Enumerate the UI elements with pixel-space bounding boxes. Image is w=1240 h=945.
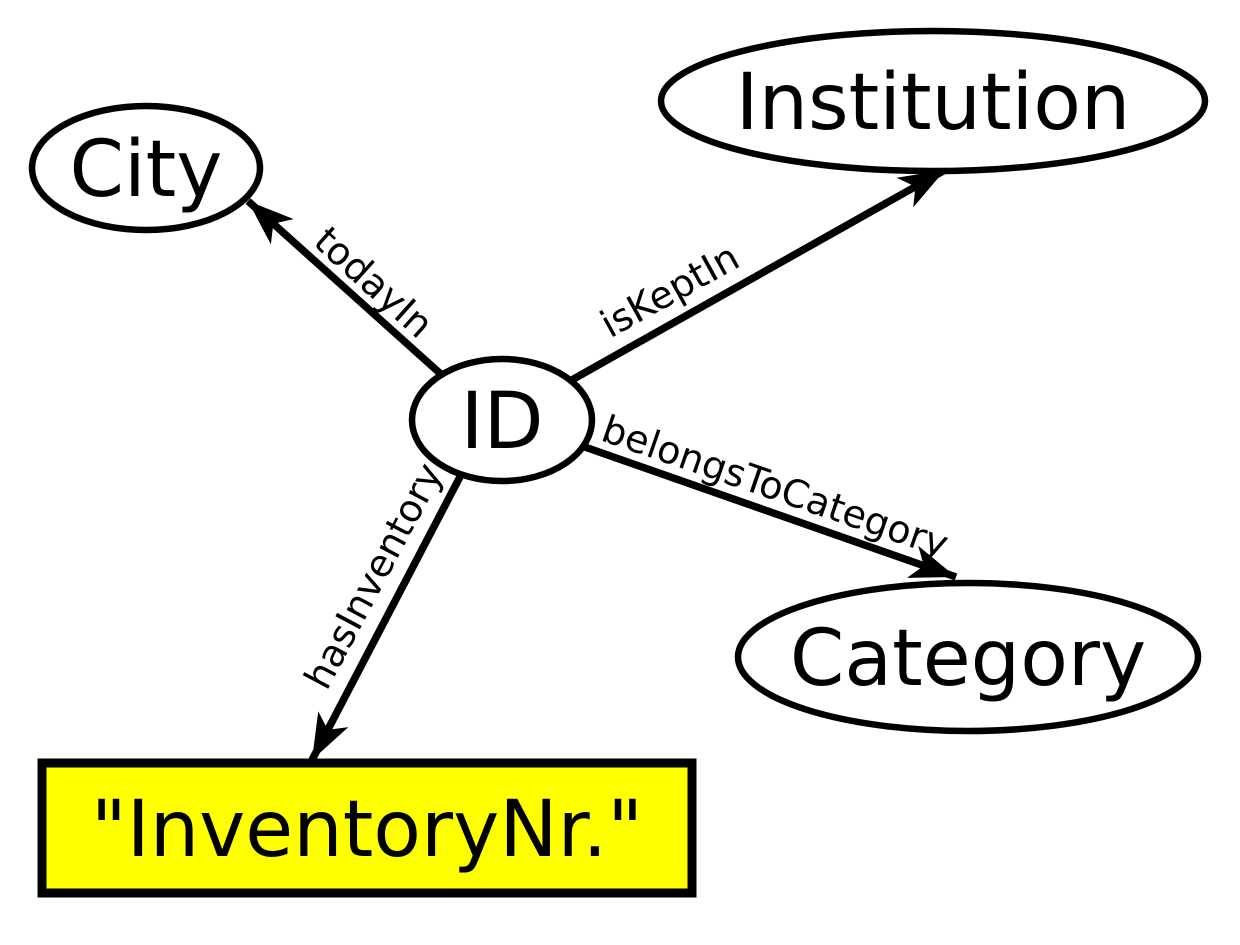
edge-belongs-to-category (580, 442, 958, 581)
edge-is-kept-in (568, 166, 947, 385)
institution-node-label: Institution (736, 58, 1131, 148)
inventory-literal-node: "InventoryNr." (37, 758, 697, 898)
city-node-label: City (70, 125, 223, 215)
institution-node-ellipse (657, 27, 1209, 175)
id-node: ID (408, 355, 596, 485)
id-node-label: ID (460, 377, 543, 467)
edge-label-belongs-to-category: belongsToCategory (597, 407, 954, 567)
category-node: Category (734, 579, 1202, 735)
inventory-literal-label: "InventoryNr." (91, 785, 643, 875)
category-node-label: Category (790, 614, 1146, 704)
edge-has-inventory (308, 471, 466, 762)
city-node: City (28, 102, 264, 234)
city-node-ellipse (28, 102, 264, 234)
edge-label-today-in: todayIn (306, 218, 442, 347)
category-node-ellipse (734, 579, 1202, 735)
id-node-ellipse (408, 355, 596, 485)
edge-label-has-inventory: hasInventory (296, 456, 452, 696)
institution-node: Institution (657, 27, 1209, 175)
edge-today-in (245, 198, 446, 379)
inventory-literal-box (37, 758, 697, 898)
